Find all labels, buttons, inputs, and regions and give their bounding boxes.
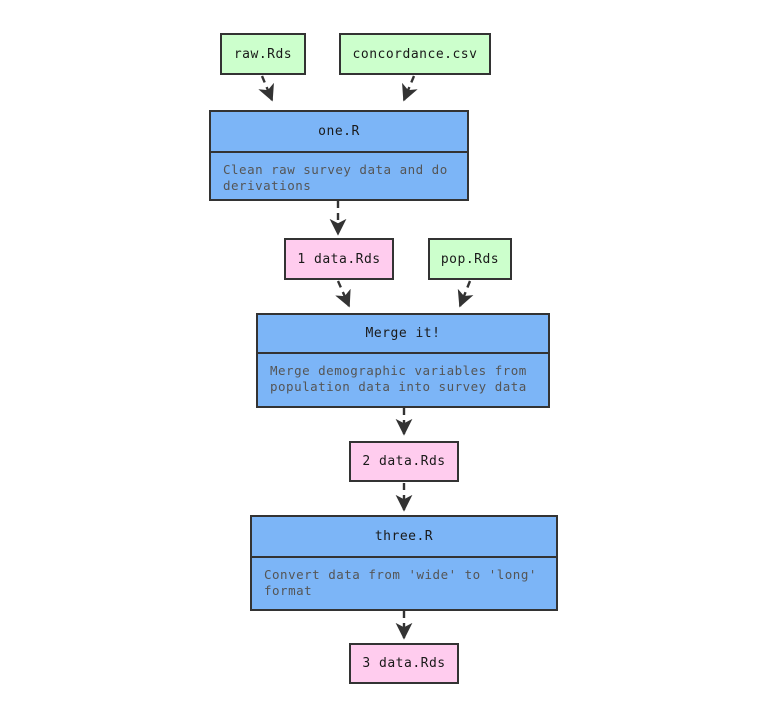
node-label-3-data-rds: 3 data.Rds (362, 656, 446, 671)
node-2-data-rds[interactable]: 2 data.Rds (349, 441, 459, 482)
node-label-2-data-rds: 2 data.Rds (362, 454, 446, 469)
node-concordance-csv[interactable]: concordance.csv (339, 33, 491, 75)
edge-1data-to-merge (335, 280, 351, 308)
node-label-1-data-rds: 1 data.Rds (297, 251, 381, 267)
node-label-pop-rds: pop.Rds (440, 251, 500, 267)
process-description-one-r: Clean raw survey data and do derivations (223, 162, 448, 193)
node-process-three-r[interactable]: three.R Convert data from 'wide' to 'lon… (250, 515, 558, 611)
process-title-merge-it: Merge it! (258, 315, 548, 354)
process-description-merge-it: Merge demographic variables from populat… (270, 363, 527, 394)
node-process-merge-it[interactable]: Merge it! Merge demographic variables fr… (256, 313, 550, 408)
node-label-concordance-csv: concordance.csv (352, 46, 478, 62)
edge-concordance-to-one (402, 75, 418, 102)
node-process-one-r[interactable]: one.R Clean raw survey data and do deriv… (209, 110, 469, 201)
node-1-data-rds[interactable]: 1 data.Rds (284, 238, 394, 280)
node-3-data-rds[interactable]: 3 data.Rds (349, 643, 459, 684)
node-pop-rds[interactable]: pop.Rds (428, 238, 512, 280)
edge-pop-to-merge (457, 280, 474, 308)
process-title-one-r: one.R (211, 112, 467, 153)
edge-raw-to-one (258, 75, 274, 102)
process-title-three-r: three.R (252, 517, 556, 558)
node-raw-rds[interactable]: raw.Rds (220, 33, 306, 75)
node-label-raw-rds: raw.Rds (233, 46, 293, 62)
process-description-three-r: Convert data from 'wide' to 'long' forma… (264, 567, 537, 598)
